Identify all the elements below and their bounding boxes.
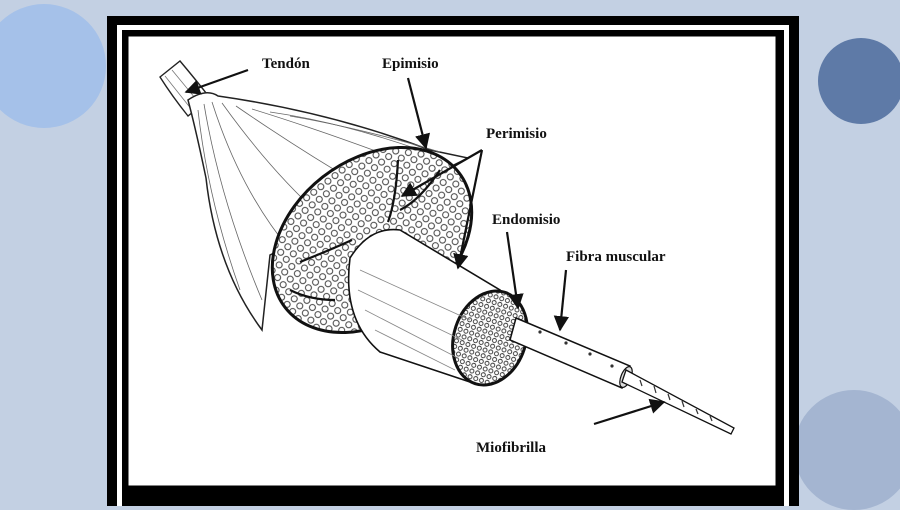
- label-perimisio: Perimisio: [486, 126, 547, 142]
- arrow-miofibrilla: [593, 398, 666, 426]
- decorative-circle-bottom-right: [794, 390, 900, 510]
- label-tendon: Tendón: [262, 56, 310, 72]
- arrow-perimisio-1: [400, 149, 483, 197]
- label-miofibrilla: Miofibrilla: [476, 440, 546, 456]
- arrow-endomisio: [505, 231, 524, 310]
- arrow-tendon: [184, 68, 249, 95]
- label-fibra-muscular: Fibra muscular: [566, 249, 666, 265]
- decorative-circle-top-left: [0, 4, 106, 128]
- label-epimisio: Epimisio: [382, 56, 439, 72]
- label-arrows: [184, 68, 666, 426]
- label-endomisio: Endomisio: [492, 212, 560, 228]
- slide-inner-border: [117, 25, 789, 506]
- decorative-circle-top-right: [818, 38, 900, 124]
- myofibril: [621, 369, 735, 435]
- arrow-perimisio-2: [453, 149, 484, 270]
- arrow-fibra: [553, 269, 570, 332]
- arrow-epimisio: [406, 77, 431, 150]
